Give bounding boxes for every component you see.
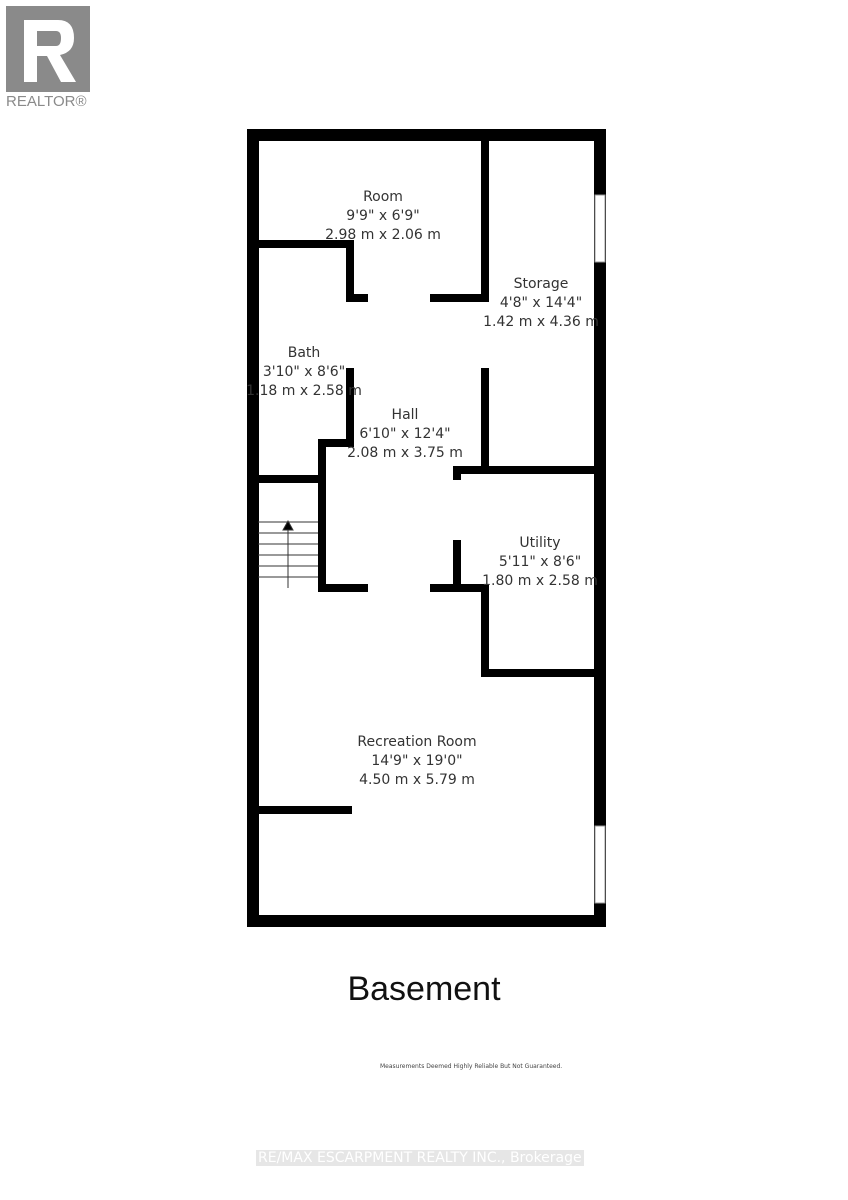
floor-title: Basement <box>347 970 501 1008</box>
interior-walls <box>253 135 600 814</box>
windows <box>594 194 606 904</box>
realtor-logo: REALTOR® <box>6 6 90 110</box>
stairs <box>258 519 318 588</box>
outer-wall <box>247 129 606 927</box>
brokerage-watermark: RE/MAX ESCARPMENT REALTY INC., Brokerage <box>256 1150 584 1166</box>
disclaimer: Measurements Deemed Highly Reliable But … <box>380 1063 563 1070</box>
